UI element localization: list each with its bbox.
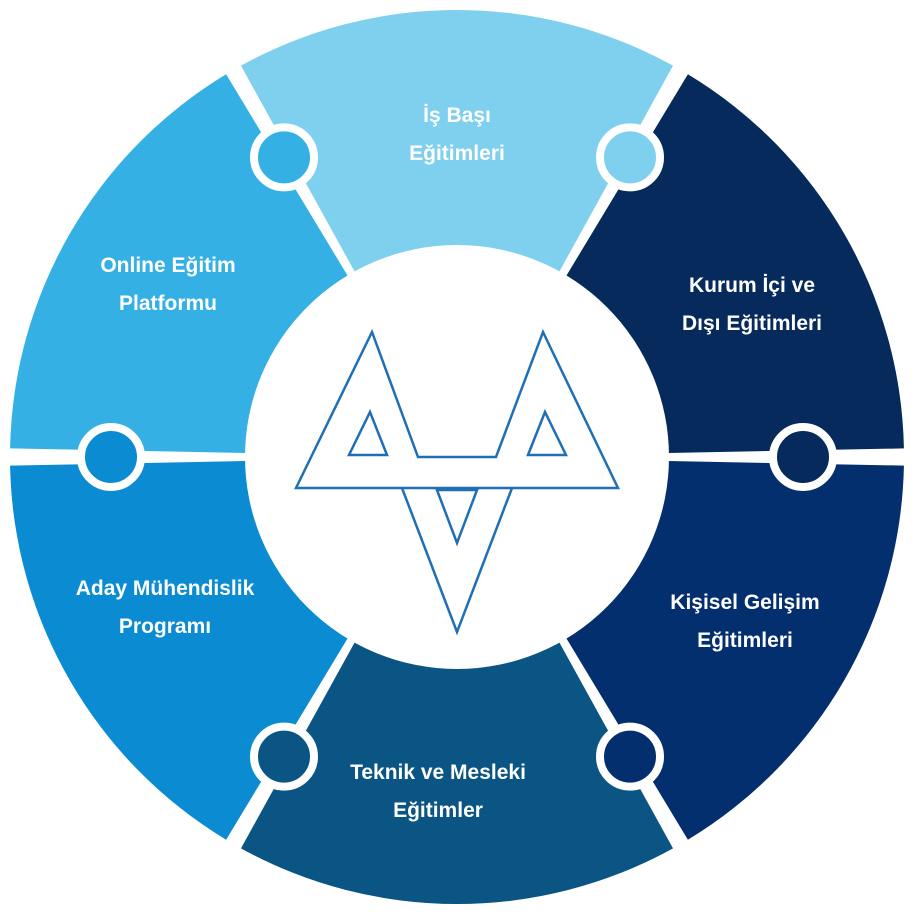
puzzle-knob [769, 423, 837, 491]
segment-label-aday: Aday Mühendislik Programı [75, 577, 255, 638]
logo-stroke [346, 408, 389, 457]
logo-stroke [435, 488, 479, 547]
segment-is-basi [240, 9, 674, 278]
segment-teknik [240, 636, 674, 904]
segment-label-kurum: Kurum İçi ve Dışı Eğitimleri [681, 274, 823, 335]
segment-label-kisisel: Kişisel Gelişim Eğitimleri [670, 591, 820, 652]
logo-stroke [526, 408, 569, 457]
logo-icon [294, 328, 620, 636]
puzzle-knob [250, 123, 318, 192]
segment-label-online: Online Eğitim Platformu [100, 254, 236, 315]
puzzle-knob [596, 722, 664, 791]
puzzle-knob [250, 722, 318, 791]
logo-stroke [400, 487, 514, 636]
puzzle-knob [596, 123, 664, 192]
logo-stroke [294, 328, 620, 490]
puzzle-knob [77, 423, 145, 491]
segment-label-is-basi: İş Başı Eğitimleri [409, 104, 505, 165]
segment-label-teknik: Teknik ve Mesleki Eğitimler [350, 761, 526, 822]
